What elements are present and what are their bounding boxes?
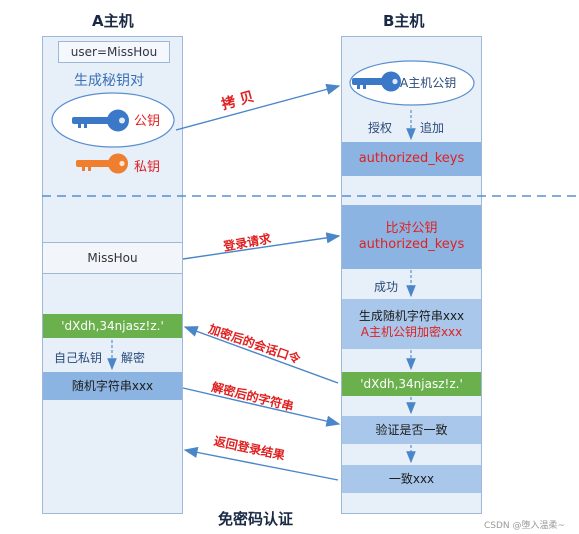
gen-keypair-label: 生成秘钥对 (74, 73, 144, 89)
orange-key-icon (76, 153, 128, 174)
a-random-string-box: 随机字符串xxx (43, 372, 182, 400)
compare-line1: 比对公钥 (385, 221, 438, 236)
decrypt-label: 解密 (121, 351, 146, 365)
gen-random-line2: A主机公钥加密xxx (360, 325, 463, 339)
host-b-title: B主机 (383, 12, 425, 30)
b-blue-key-icon (352, 71, 401, 92)
host-a-title: A主机 (92, 12, 134, 30)
b-cipher-text-box: 'dXdh,34njasz!z.' (342, 372, 481, 396)
a-cipher-text-box: 'dXdh,34njasz!z.' (43, 314, 182, 338)
compare-line2: authorized_keys (358, 237, 465, 252)
watermark: CSDN @堕入温柔~ (484, 521, 566, 531)
private-key-label: 私钥 (134, 160, 161, 175)
b-public-key-label: A主机公钥 (400, 76, 457, 90)
decrypted-string-arrow (182, 387, 341, 427)
gen-random-box: 生成随机字符串xxx A主机公钥加密xxx (342, 299, 481, 349)
user-label-box: user=MissHou (58, 41, 170, 63)
encrypted-session-arrow (183, 326, 339, 384)
public-key-label: 公钥 (134, 114, 161, 129)
consistent-box: 一致xxx (342, 465, 481, 493)
diagram-caption: 免密码认证 (218, 510, 294, 528)
copy-arrow (175, 83, 341, 131)
decrypt-own-key-label: 自己私钥 (54, 351, 103, 365)
login-request-arrow (182, 232, 341, 260)
b-public-key-ellipse (349, 60, 475, 106)
success-label: 成功 (374, 280, 399, 294)
login-user-box: MissHou (43, 242, 182, 274)
append-label: 追加 (420, 121, 445, 135)
compare-box: 比对公钥 authorized_keys (342, 205, 481, 269)
gen-random-line1: 生成随机字符串xxx (358, 309, 465, 323)
blue-key-icon (72, 109, 129, 132)
authorize-label: 授权 (368, 121, 393, 135)
authorized-keys-box: authorized_keys (342, 142, 481, 176)
return-result-arrow (183, 446, 339, 481)
verify-box: 验证是否一致 (342, 416, 481, 444)
